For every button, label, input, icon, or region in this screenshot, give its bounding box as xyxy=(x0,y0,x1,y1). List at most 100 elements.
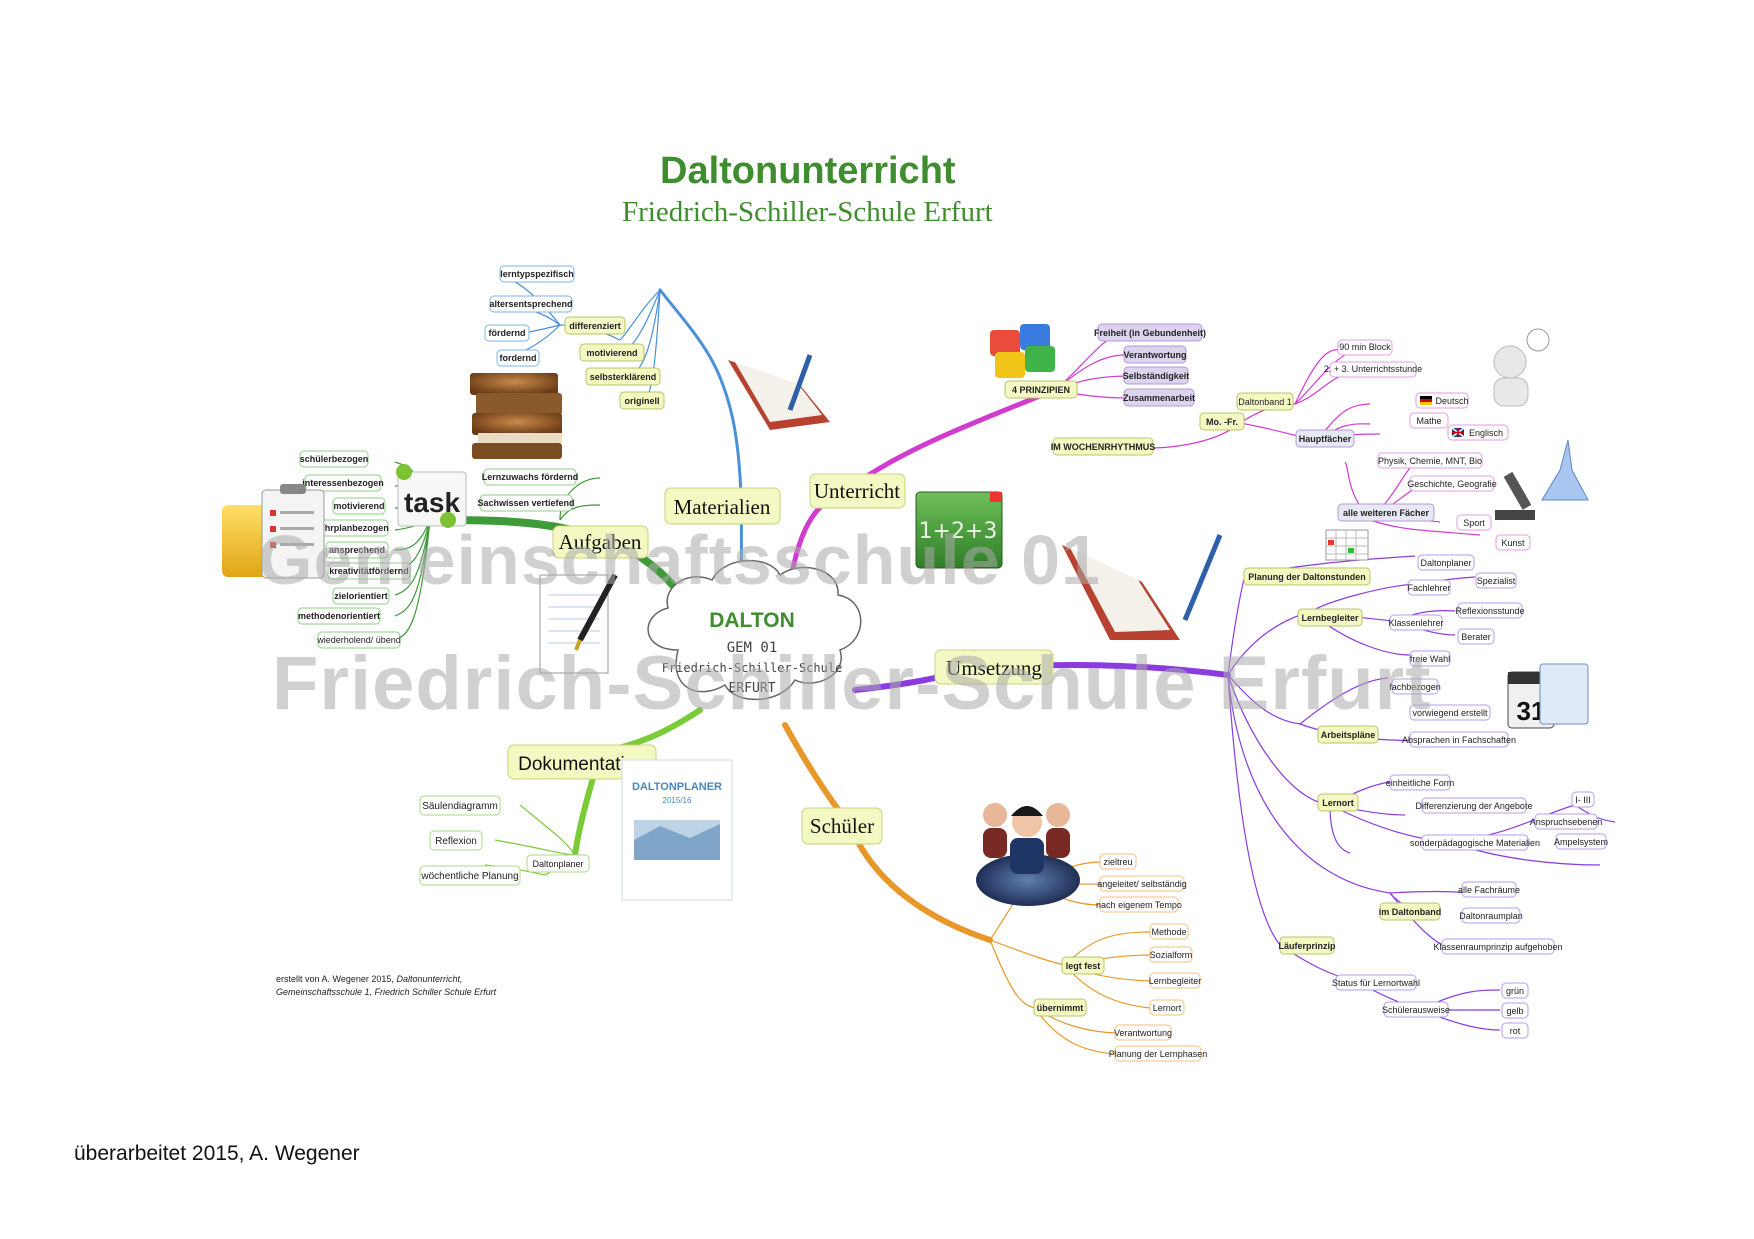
credit-prefix: erstellt von xyxy=(276,974,320,984)
leaf-laeuferprinzip[interactable]: Läuferprinzip xyxy=(1278,936,1336,955)
leaf-gelb[interactable]: gelb xyxy=(1501,1002,1529,1019)
leaf-klassenraumprinzip[interactable]: Klassenraumprinzip aufgehoben xyxy=(1433,938,1563,955)
leaf-englisch[interactable]: Englisch xyxy=(1447,424,1509,441)
leaf-reflexion[interactable]: Reflexion xyxy=(429,830,483,851)
leaf-wiederholend[interactable]: wiederholend/ übend xyxy=(316,631,401,649)
leaf-sport[interactable]: Sport xyxy=(1456,514,1492,531)
svg-text:1+2+3: 1+2+3 xyxy=(919,519,998,544)
leaf-verantwortung-u[interactable]: Verantwortung xyxy=(1123,345,1187,364)
leaf-im-daltonband[interactable]: im Daltonband xyxy=(1379,902,1442,921)
leaf-anspruchsebenen[interactable]: Anspruchsebenen xyxy=(1530,813,1603,830)
topic-schueler[interactable]: Schüler xyxy=(801,807,883,845)
topic-dokumentation[interactable]: Dokumentation xyxy=(507,744,657,780)
svg-text:Sozialform: Sozialform xyxy=(1150,950,1193,960)
leaf-90-min[interactable]: 90 min Block xyxy=(1337,339,1393,356)
topic-aufgaben[interactable]: Aufgaben xyxy=(552,525,649,559)
leaf-klassenlehrer[interactable]: Klassenlehrer xyxy=(1388,614,1444,631)
svg-text:Deutsch: Deutsch xyxy=(1435,396,1468,406)
svg-text:zieltreu: zieltreu xyxy=(1103,857,1132,867)
leaf-uebernimmt[interactable]: übernimmt xyxy=(1033,998,1087,1017)
leaf-mathe[interactable]: Mathe xyxy=(1409,412,1449,429)
leaf-schuelerausweise[interactable]: Schülerausweise xyxy=(1382,1001,1450,1018)
leaf-sonderpaedagogische[interactable]: sonderpädagogische Materialien xyxy=(1410,834,1540,851)
leaf-fordernd[interactable]: fordernd xyxy=(496,349,540,367)
svg-text:originell: originell xyxy=(624,396,659,406)
leaf-tempo[interactable]: nach eigenem Tempo xyxy=(1096,896,1182,913)
leaf-legt-fest[interactable]: legt fest xyxy=(1061,956,1105,975)
leaf-status-lernortwahl[interactable]: Status für Lernortwahl xyxy=(1332,974,1420,991)
leaf-fachbezogen[interactable]: fachbezogen xyxy=(1389,678,1441,695)
leaf-lernbegleiter[interactable]: Lernbegleiter xyxy=(1297,608,1363,627)
leaf-unterrichtsstunde[interactable]: 2. + 3. Unterrichtsstunde xyxy=(1324,361,1422,378)
leaf-hauptfaecher[interactable]: Hauptfächer xyxy=(1295,429,1355,448)
leaf-berater[interactable]: Berater xyxy=(1457,628,1495,645)
leaf-mo-fr[interactable]: Mo. -Fr. xyxy=(1199,412,1245,431)
leaf-planung-daltonstunden[interactable]: Planung der Daltonstunden xyxy=(1243,567,1371,586)
leaf-saeulendiagramm[interactable]: Säulendiagramm xyxy=(419,795,501,816)
leaf-vorwiegend[interactable]: vorwiegend erstellt xyxy=(1409,704,1491,721)
leaf-schuelerbezogen[interactable]: schülerbezogen xyxy=(299,450,369,468)
leaf-deutsch[interactable]: Deutsch xyxy=(1415,392,1469,409)
leaf-zielorientiert[interactable]: zielorientiert xyxy=(332,587,390,605)
leaf-daltonplaner-u[interactable]: Daltonplaner xyxy=(1417,554,1475,571)
leaf-gruen[interactable]: grün xyxy=(1501,982,1529,999)
leaf-spezialist[interactable]: Spezialist xyxy=(1475,572,1517,589)
topic-materialien[interactable]: Materialien xyxy=(664,487,781,525)
leaf-wochenrhythmus[interactable]: IM WOCHENRHYTHMUS xyxy=(1051,437,1156,456)
leaf-selbstaendigkeit[interactable]: Selbständigkeit xyxy=(1123,366,1190,385)
leaf-kreativitaet[interactable]: kreativitätfördernd xyxy=(327,562,411,580)
topic-umsetzung[interactable]: Umsetzung xyxy=(934,649,1054,685)
central-cloud[interactable]: DALTON GEM 01 Friedrich-Schiller-Schule … xyxy=(647,559,862,701)
leaf-lerntypspezifisch[interactable]: lerntypspezifisch xyxy=(499,265,575,283)
leaf-planung-lernphasen[interactable]: Planung der Lernphasen xyxy=(1109,1045,1208,1062)
leaf-zusammenarbeit[interactable]: Zusammenarbeit xyxy=(1123,388,1195,407)
leaf-geschichte[interactable]: Geschichte, Geografie xyxy=(1407,475,1497,492)
leaf-rot[interactable]: rot xyxy=(1501,1022,1529,1039)
leaf-differenziert[interactable]: differenziert xyxy=(564,316,626,335)
leaf-absprachen[interactable]: Absprachen in Fachschaften xyxy=(1402,731,1516,748)
leaf-sachwissen[interactable]: Sachwissen vertiefend xyxy=(477,494,575,512)
leaf-lernort-u[interactable]: Lernort xyxy=(1317,793,1359,812)
leaf-motivierend[interactable]: motivierend xyxy=(579,343,645,362)
leaf-motivierend-aufgaben[interactable]: motivierend xyxy=(332,497,386,515)
leaf-alle-fachraeume[interactable]: alle Fachräume xyxy=(1458,881,1520,898)
svg-text:differenziert: differenziert xyxy=(569,321,621,331)
leaf-reflexionsstunde[interactable]: Reflexionsstunde xyxy=(1455,602,1525,619)
leaf-lernort-s[interactable]: Lernort xyxy=(1149,999,1185,1016)
leaf-foerdernd[interactable]: fördernd xyxy=(484,324,530,342)
leaf-physik[interactable]: Physik, Chemie, MNT, Bio xyxy=(1377,452,1483,469)
topic-unterricht[interactable]: Unterricht xyxy=(809,473,906,509)
svg-text:angeleitet/ selbständig: angeleitet/ selbständig xyxy=(1097,879,1187,889)
leaf-i-iii[interactable]: I- III xyxy=(1571,791,1595,808)
leaf-daltonband1[interactable]: Daltonband 1 xyxy=(1236,392,1294,411)
leaf-selbsterklaerend[interactable]: selbsterklärend xyxy=(585,367,661,386)
leaf-methodenorientiert[interactable]: methodenorientiert xyxy=(297,607,381,625)
leaf-verantwortung-s[interactable]: Verantwortung xyxy=(1114,1024,1172,1041)
leaf-alle-weiteren-faecher[interactable]: alle weiteren Fächer xyxy=(1337,503,1435,522)
leaf-ampelsystem[interactable]: Ampelsystem xyxy=(1554,833,1608,850)
leaf-ansprechend[interactable]: ansprechend xyxy=(325,541,389,559)
leaf-methode[interactable]: Methode xyxy=(1149,923,1189,940)
leaf-woechentliche-planung[interactable]: wöchentliche Planung xyxy=(419,865,521,886)
leaf-4-prinzipien[interactable]: 4 PRINZIPIEN xyxy=(1004,380,1078,399)
leaf-freie-wahl[interactable]: freie Wahl xyxy=(1409,650,1451,667)
leaf-zieltreu[interactable]: zieltreu xyxy=(1099,853,1137,870)
leaf-sozialform[interactable]: Sozialform xyxy=(1149,946,1193,963)
leaf-lernzuwachs[interactable]: Lernzuwachs fördernd xyxy=(482,468,579,486)
leaf-lehrplanbezogen[interactable]: lehrplanbezogen xyxy=(317,519,389,537)
leaf-angeleitet[interactable]: angeleitet/ selbständig xyxy=(1097,875,1187,892)
leaf-originell[interactable]: originell xyxy=(619,391,665,410)
leaf-fachlehrer[interactable]: Fachlehrer xyxy=(1407,579,1451,596)
leaf-kunst[interactable]: Kunst xyxy=(1495,534,1531,551)
leaf-arbeitsplaene[interactable]: Arbeitspläne xyxy=(1317,725,1379,744)
leaf-interessenbezogen[interactable]: interessenbezogen xyxy=(302,474,384,492)
leaf-daltonplaner-d[interactable]: Daltonplaner xyxy=(526,854,590,873)
leaf-daltonraumplan[interactable]: Daltonraumplan xyxy=(1459,907,1523,924)
leaf-differenzierung[interactable]: Differenzierung der Angebote xyxy=(1416,797,1533,814)
leaf-einheitliche-form[interactable]: einheitliche Form xyxy=(1386,774,1455,791)
leaf-lernbegleiter-s[interactable]: Lernbegleiter xyxy=(1149,972,1202,989)
leaf-freiheit[interactable]: Freiheit (in Gebundenheit) xyxy=(1094,323,1206,342)
svg-text:Status für Lernortwahl: Status für Lernortwahl xyxy=(1332,978,1420,988)
folder-clipboard-icon xyxy=(222,484,325,579)
leaf-altersentsprechend[interactable]: altersentsprechend xyxy=(489,295,573,313)
